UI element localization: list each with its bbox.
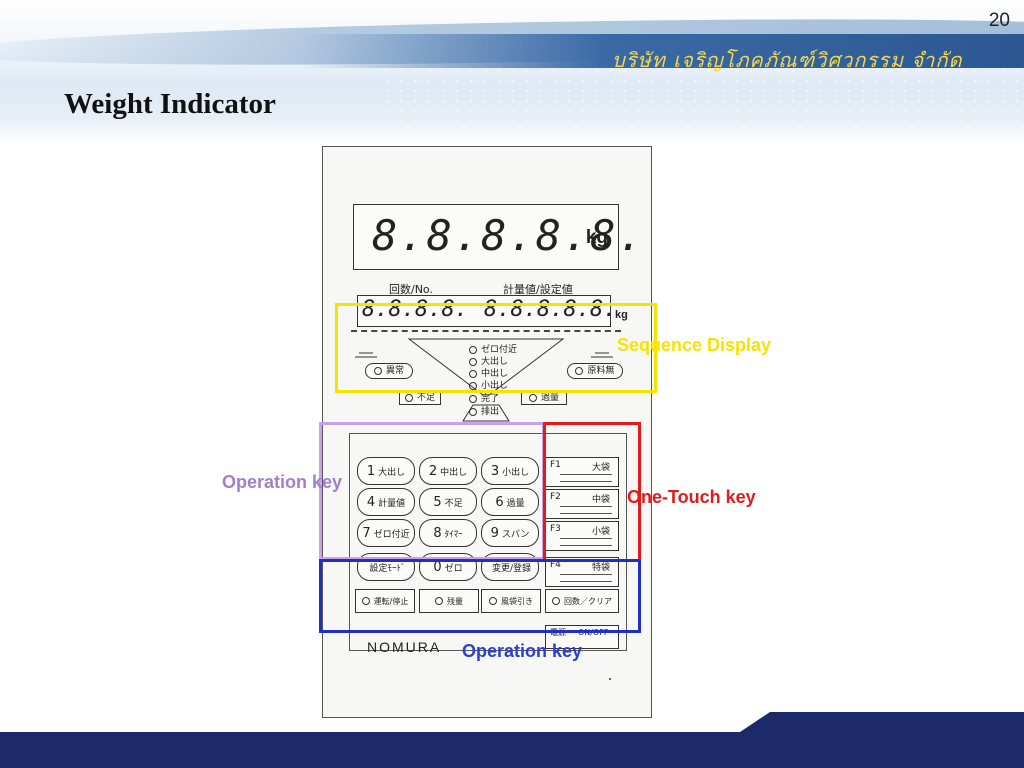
divider-line [351,330,621,332]
weight-indicator-panel: 8.8.8.8.8. kg 回数/No. 計量値/設定値 8.8.8.8. 8.… [322,146,652,718]
page-number: 20 [988,10,1010,31]
lamp-small-feed: 小出し [469,378,508,391]
sequence-display-label: Sequence Display [617,335,772,355]
sequence-display-window: 8.8.8.8. 8.8.8.8.8. [357,295,616,327]
panel-dot [609,678,611,680]
keypad-frame [349,433,627,651]
under-lamp: 不足 [399,391,441,405]
lamp-complete: 完了 [469,391,499,404]
sequence-display-highlight [335,303,657,393]
footer-wedge-fill [770,712,1024,732]
operation-key-bottom-highlight [319,559,641,633]
lamp-zero-near: ゼロ付近 [469,342,517,355]
main-display-unit: kg [585,227,608,248]
hopper-funnel-diagram [355,338,613,422]
footer-bar [0,732,1024,768]
main-display-digits: 8.8.8.8.8. [372,211,645,260]
lamp-large-feed: 大出し [469,354,508,367]
one-touch-key-label: One-Touch key [627,487,756,507]
operation-key-bottom-label: Operation key [462,641,583,661]
brand-logo: NOMURA [367,639,442,655]
tare-key[interactable]: 風袋引き [481,589,541,613]
count-digits: 8.8.8.8. [362,297,468,322]
company-name: บริษัท เจริญโภคภัณฑ์วิศวกรรม จำกัด [612,48,963,72]
footer-wedge [740,712,770,732]
lamp-discharge: 排出 [469,404,499,417]
run-stop-key[interactable]: 運転/停止 [355,589,415,613]
sequence-display-unit: kg [615,309,628,321]
weight-setting-label: 計量値/設定値 [503,283,573,296]
error-lamp: 異常 [365,363,413,379]
count-label: 回数/No. [389,283,433,296]
no-material-lamp: 原料無 [567,363,623,379]
main-weight-display: 8.8.8.8.8. kg [353,204,643,270]
header-fade [0,118,1024,145]
lamp-medium-feed: 中出し [469,366,508,379]
over-lamp: 過量 [521,391,567,405]
count-clear-key[interactable]: 回数／クリア [545,589,619,613]
slide-title: Weight Indicator [64,88,276,120]
operation-key-left-highlight [319,422,545,560]
header-dot-pattern [380,66,1024,126]
remaining-key[interactable]: 残量 [419,589,479,613]
operation-key-left-label: Operation key [222,472,343,492]
weight-digits: 8.8.8.8.8. [484,297,617,322]
header-stripe [300,34,1024,68]
header-band [0,0,1024,145]
